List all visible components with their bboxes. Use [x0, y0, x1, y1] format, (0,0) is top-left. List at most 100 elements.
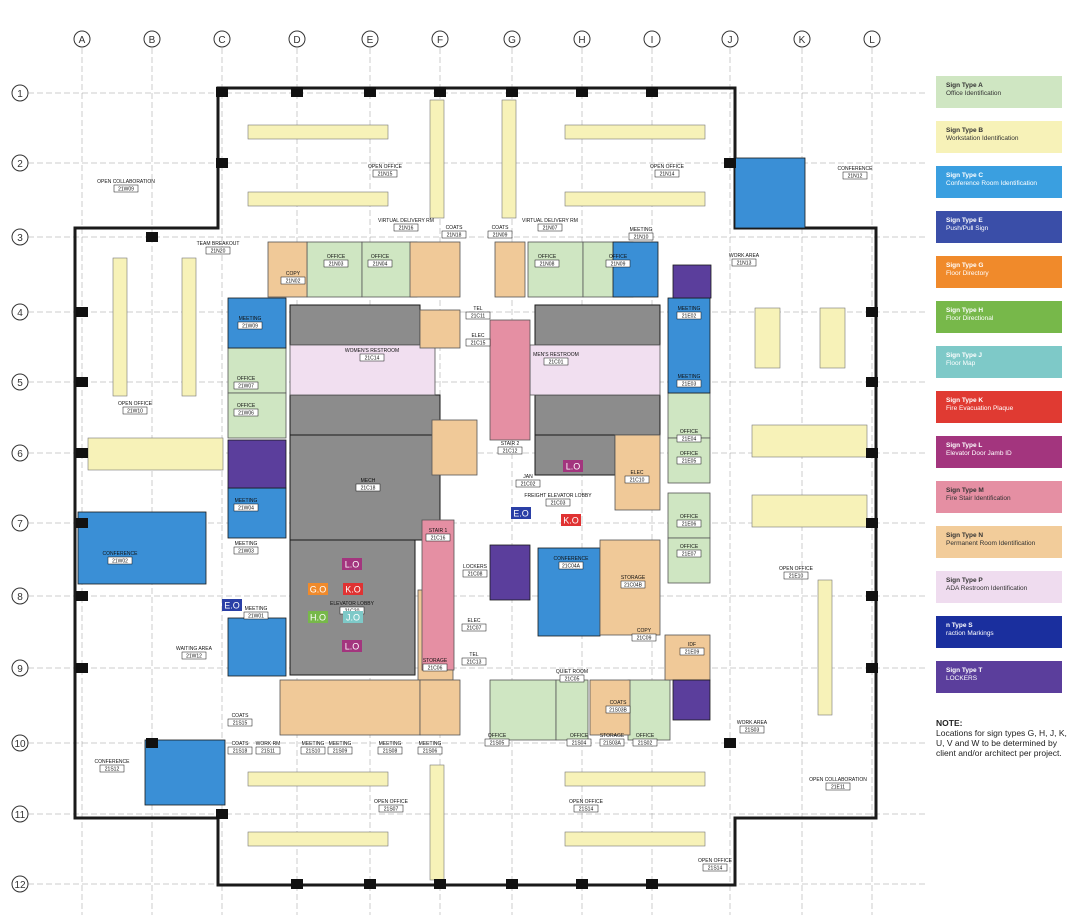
- sign-marker-label: E.O: [513, 509, 529, 519]
- room-name: CONFERENCE: [553, 556, 589, 562]
- room-name: MEETING: [379, 741, 402, 747]
- room-name: ELEC: [471, 333, 484, 339]
- room-name: OFFICE: [237, 376, 256, 382]
- row-label: 5: [17, 378, 23, 389]
- legend-sign-type: Sign Type E: [946, 217, 983, 224]
- row-bubble-3: 3: [11, 228, 29, 246]
- sign-marker-label: H.O: [310, 613, 326, 623]
- column: [76, 518, 88, 528]
- room-number: 21N14: [660, 172, 675, 178]
- column-label: C: [218, 35, 225, 46]
- column-label: I: [651, 35, 654, 46]
- legend-sign-type: Sign Type T: [946, 667, 983, 674]
- room-name: MEETING: [239, 316, 262, 322]
- room-number: 21W02: [112, 559, 128, 565]
- column: [76, 307, 88, 317]
- room-number: 21N12: [848, 174, 863, 180]
- room-number: 21C13: [467, 660, 482, 666]
- room-label: OPEN OFFICE 21N14: [650, 164, 685, 178]
- room-label: CONFERENCE 21W02: [102, 551, 138, 565]
- room-name: CONFERENCE: [102, 551, 138, 557]
- room-name: COATS: [232, 713, 250, 719]
- room-number: 21N02: [286, 279, 301, 285]
- legend-description: Push/Pull Sign: [946, 225, 989, 232]
- room-number: 21C08: [468, 572, 483, 578]
- room-number: 21W07: [238, 384, 254, 390]
- room-name: OFFICE: [680, 451, 699, 457]
- room-name: STAIR 1: [429, 528, 448, 534]
- column: [646, 879, 658, 889]
- column: [76, 591, 88, 601]
- legend-description: Conference Room Identification: [946, 180, 1038, 187]
- column: [866, 663, 878, 673]
- room-number: 21N13: [737, 261, 752, 267]
- column-bubble-G: G: [503, 30, 521, 48]
- column-bubble-F: F: [431, 30, 449, 48]
- room-number: 21C02: [521, 482, 536, 488]
- column: [76, 663, 88, 673]
- column-bubble-E: E: [361, 30, 379, 48]
- room-number: 21N18: [447, 233, 462, 239]
- room-name: OFFICE: [327, 254, 346, 260]
- row-label: 8: [17, 592, 23, 603]
- column: [146, 232, 158, 242]
- room-name: COATS: [232, 741, 250, 747]
- legend-sign-type: Sign Type B: [946, 127, 984, 134]
- sign-marker-label: J.O: [346, 613, 360, 623]
- row-bubble-10: 10: [11, 734, 29, 752]
- column-bubble-C: C: [213, 30, 231, 48]
- row-bubble-8: 8: [11, 587, 29, 605]
- column-label: L: [869, 35, 875, 46]
- row-bubble-9: 9: [11, 659, 29, 677]
- room-name: OFFICE: [371, 254, 390, 260]
- room-number: 21N20: [211, 249, 226, 255]
- room-name: OPEN OFFICE: [118, 401, 153, 407]
- row-label: 1: [17, 89, 23, 100]
- room-number: 21S03A: [603, 741, 621, 747]
- room-name: OPEN OFFICE: [779, 566, 814, 572]
- legend-sign-type: Sign Type P: [946, 577, 983, 584]
- room-number: 21C06: [428, 666, 443, 672]
- room-name: COATS: [492, 225, 510, 231]
- room-name: OFFICE: [680, 544, 699, 550]
- room-name: OPEN OFFICE: [650, 164, 685, 170]
- sign-marker-label: L.O: [345, 560, 360, 570]
- column-bubble-D: D: [288, 30, 306, 48]
- legend-sign-type: Sign Type N: [946, 532, 984, 539]
- room-name: OPEN OFFICE: [368, 164, 403, 170]
- room-number: 21S05: [490, 741, 505, 747]
- row-label: 12: [14, 880, 26, 891]
- sign-marker: K.O: [561, 514, 581, 526]
- room-name: MEETING: [235, 498, 258, 504]
- sign-marker-label: L.O: [345, 642, 360, 652]
- legend-description: Workstation Identification: [946, 135, 1019, 142]
- row-bubble-5: 5: [11, 373, 29, 391]
- offices: [227, 241, 711, 741]
- room-number: 21W06: [238, 411, 254, 417]
- room-number: 21E03: [682, 382, 697, 388]
- column-label: F: [437, 35, 443, 46]
- row-label: 9: [17, 664, 23, 675]
- room-number: 21E04: [682, 437, 697, 443]
